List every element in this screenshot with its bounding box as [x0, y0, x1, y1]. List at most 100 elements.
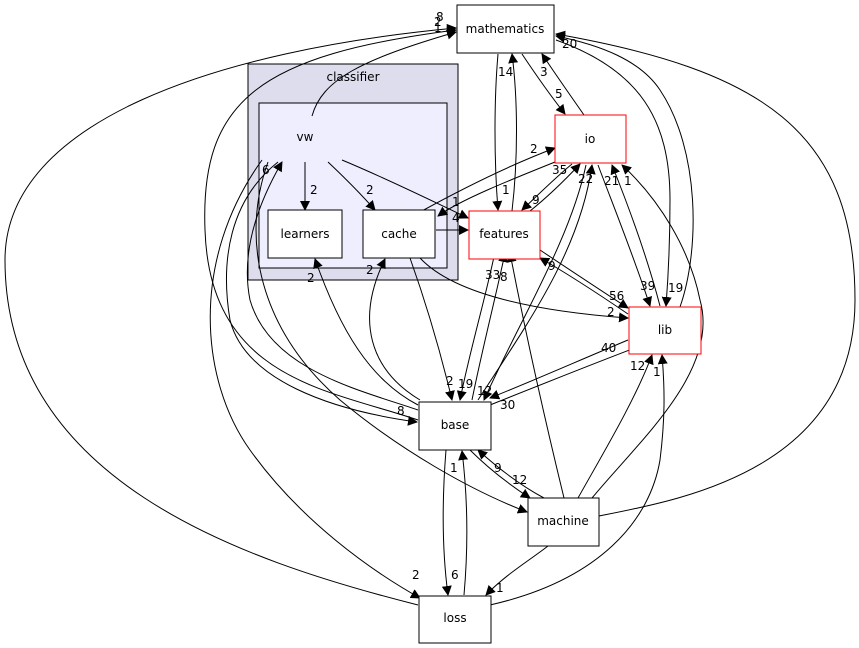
- edge-cache-io: [419, 146, 556, 213]
- node-machine[interactable]: machine: [527, 497, 600, 547]
- edge-label: 9: [532, 193, 540, 207]
- edge-base-learners: [313, 258, 419, 406]
- node-label: learners: [281, 227, 330, 241]
- edge-machine-lib: [577, 354, 654, 499]
- edge-label: 33: [485, 268, 500, 282]
- edge-io-mathematics: [541, 53, 585, 116]
- node-label: mathematics: [466, 22, 545, 36]
- edge-label: 6: [262, 163, 270, 177]
- edge-label: 5: [555, 87, 563, 101]
- edge-label: 1: [624, 174, 632, 188]
- edge-io-base: [483, 164, 587, 401]
- edge-lib-features: [539, 257, 629, 315]
- edge-base-loss: [441, 449, 452, 596]
- node-mathematics[interactable]: mathematics: [456, 4, 555, 54]
- node-base[interactable]: base: [418, 401, 492, 451]
- edge-label: 1: [452, 195, 460, 209]
- edge-label: 35: [552, 163, 567, 177]
- edge-label: 20: [562, 37, 577, 51]
- edge-base-vw: [246, 161, 419, 411]
- edge-label: 8: [397, 404, 405, 418]
- node-label: base: [441, 418, 470, 432]
- edge-base-mathematics: [204, 26, 457, 421]
- node-label: cache: [381, 227, 417, 241]
- edge-label: 2: [366, 183, 374, 197]
- edge-vw-cache: [327, 161, 376, 211]
- edge-label: 1: [496, 581, 504, 595]
- edge-label: 1: [434, 21, 442, 35]
- node-vw[interactable]: vw: [297, 130, 314, 144]
- edge-base-features: [471, 252, 509, 401]
- node-learners[interactable]: learners: [267, 209, 343, 259]
- edge-labels: 2 1 8 20 14 3 5 2 2 2 35 22 1 9 21 1 1 4…: [262, 10, 683, 595]
- edge-label: 2: [446, 374, 454, 388]
- edge-label: 22: [578, 172, 593, 186]
- cluster-classifier-label: classifier: [327, 70, 380, 84]
- edge-label: 2: [607, 305, 615, 319]
- edge-label: 21: [604, 174, 619, 188]
- edge-features-mathematics: [508, 53, 519, 212]
- edge-vw-machine: [255, 161, 528, 514]
- edge-label: 2: [412, 568, 420, 582]
- edge-label: 12: [512, 473, 527, 487]
- edge-machine-mathematics: [555, 30, 856, 517]
- edge-io-lib: [597, 164, 652, 307]
- edge-label: 9: [548, 259, 556, 273]
- edge-lib-base: [489, 339, 629, 400]
- edge-machine-features: [506, 252, 565, 499]
- edge-label: 1: [502, 183, 510, 197]
- edge-label: 30: [500, 398, 515, 412]
- node-cache[interactable]: cache: [362, 209, 436, 259]
- edge-label: 12: [630, 359, 645, 373]
- edge-label: 3: [540, 65, 548, 79]
- edge-label: 9: [494, 461, 502, 475]
- node-io[interactable]: io: [554, 114, 627, 164]
- node-label: io: [585, 132, 596, 146]
- edge-label: 2: [530, 142, 538, 156]
- edge-features-base: [456, 251, 496, 401]
- node-label: loss: [443, 611, 466, 625]
- edge-mathematics-lib: [555, 39, 672, 307]
- node-label: machine: [537, 514, 589, 528]
- node-lib[interactable]: lib: [628, 306, 702, 355]
- edge-mathematics-io: [521, 53, 566, 115]
- edge-cache-base: [409, 257, 455, 401]
- edge-label: 6: [451, 568, 459, 582]
- edge-base-lib: [489, 344, 641, 406]
- node-label: lib: [658, 323, 672, 337]
- edge-loss-lib: [489, 354, 668, 606]
- edge-lib-mathematics: [555, 32, 694, 308]
- edge-label: 8: [436, 10, 444, 24]
- edge-vw-base: [226, 161, 418, 426]
- edge-label: 2: [307, 271, 315, 285]
- edge-io-features: [521, 163, 573, 211]
- edge-mathematics-features: [492, 53, 503, 211]
- edge-loss-mathematics: [4, 23, 457, 606]
- edge-label: 2: [434, 15, 442, 29]
- edges: [4, 23, 856, 606]
- edge-label: 2: [310, 183, 318, 197]
- edge-features-io: [529, 163, 581, 212]
- edge-label: 14: [498, 65, 513, 79]
- node-label: features: [479, 227, 529, 241]
- node-loss[interactable]: loss: [418, 595, 492, 644]
- edge-label: 2: [366, 263, 374, 277]
- edge-label: 1: [653, 365, 661, 379]
- node-label: vw: [297, 130, 314, 144]
- edge-label: 1: [450, 461, 458, 475]
- edge-label: 39: [640, 279, 655, 293]
- edge-label: 4: [452, 211, 460, 225]
- edge-vw-loss: [209, 159, 421, 599]
- edge-machine-loss: [485, 545, 549, 596]
- edge-vw-mathematics: [311, 29, 457, 117]
- edge-label: 19: [458, 377, 473, 391]
- edge-label: 19: [668, 281, 683, 295]
- edge-lib-io: [610, 164, 661, 307]
- node-features[interactable]: features: [468, 210, 541, 260]
- edge-features-lib: [539, 249, 629, 309]
- edge-label: 8: [500, 270, 508, 284]
- edge-base-cache: [369, 258, 421, 401]
- edge-io-cache: [437, 159, 561, 217]
- edge-label: 12: [477, 384, 492, 398]
- edge-machine-base: [477, 449, 545, 499]
